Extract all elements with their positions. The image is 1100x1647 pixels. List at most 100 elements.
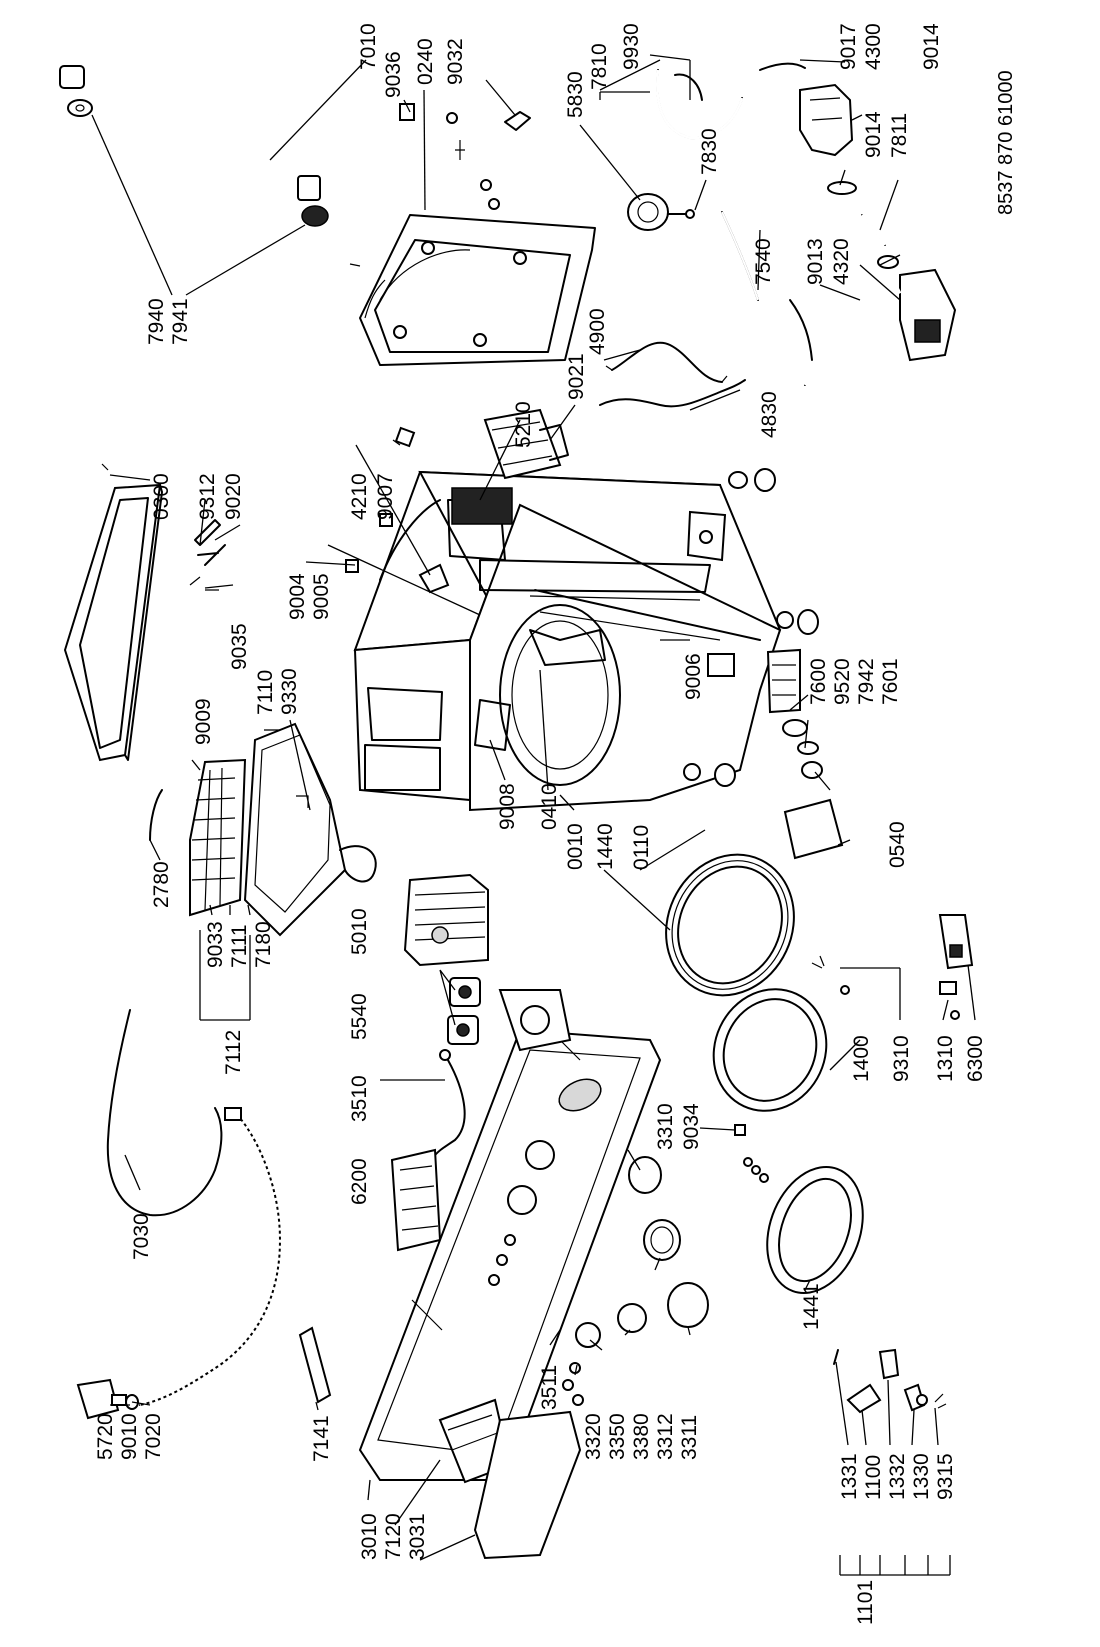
label-5830: 5830 bbox=[564, 71, 587, 118]
label-9312: 9312 bbox=[196, 473, 219, 520]
label-3510: 3510 bbox=[348, 1075, 371, 1122]
label-7112: 7112 bbox=[222, 1030, 245, 1075]
timer-drawing bbox=[403, 873, 489, 967]
label-9014-b: 9014 bbox=[920, 23, 943, 70]
cabinet-body-drawing bbox=[353, 470, 782, 812]
label-7010: 7010 bbox=[357, 23, 380, 70]
label-1100: 1100 bbox=[862, 1455, 885, 1500]
label-9020: 9020 bbox=[222, 473, 245, 520]
label-1440: 1440 bbox=[594, 823, 617, 870]
label-0240: 0240 bbox=[414, 38, 437, 85]
label-1332: 1332 bbox=[886, 1453, 909, 1500]
label-7810: 7810 bbox=[588, 43, 611, 90]
label-0010: 0010 bbox=[564, 823, 587, 870]
label-9010: 9010 bbox=[118, 1413, 141, 1460]
push-button-block-drawing bbox=[390, 1148, 442, 1252]
label-7600: 7600 bbox=[807, 658, 830, 705]
top-cover-drawing bbox=[63, 463, 163, 762]
label-9310: 9310 bbox=[890, 1035, 913, 1082]
fixing-screws-drawing bbox=[734, 1124, 769, 1183]
label-3320: 3320 bbox=[582, 1413, 605, 1460]
label-7940: 7940 bbox=[145, 298, 168, 345]
label-9520: 9520 bbox=[831, 658, 854, 705]
pressure-switch-drawing bbox=[627, 193, 695, 231]
inlet-valve-drawing bbox=[76, 1378, 139, 1420]
label-9036: 9036 bbox=[382, 51, 405, 98]
label-9017: 9017 bbox=[837, 23, 860, 70]
door-frame-drawing bbox=[712, 988, 828, 1112]
label-0540: 0540 bbox=[886, 821, 909, 868]
label-9006: 9006 bbox=[682, 653, 705, 700]
label-9033: 9033 bbox=[204, 921, 227, 968]
label-3350: 3350 bbox=[606, 1413, 629, 1460]
label-3031: 3031 bbox=[406, 1513, 429, 1560]
control-module-drawing bbox=[483, 408, 569, 480]
control-panel-drawing bbox=[358, 989, 662, 1481]
label-0300: 0300 bbox=[150, 473, 173, 520]
label-3010: 3010 bbox=[358, 1513, 381, 1560]
label-2780: 2780 bbox=[150, 861, 173, 908]
label-9315: 9315 bbox=[934, 1453, 957, 1500]
label-4900: 4900 bbox=[586, 308, 609, 355]
label-9014-a: 9014 bbox=[862, 111, 885, 158]
label-5540: 5540 bbox=[348, 993, 371, 1040]
label-9330: 9330 bbox=[278, 668, 301, 715]
label-1330: 1330 bbox=[910, 1453, 933, 1500]
label-1331: 1331 bbox=[838, 1453, 861, 1500]
label-9021: 9021 bbox=[565, 353, 588, 400]
handle-drawing bbox=[298, 1326, 332, 1404]
label-3312: 3312 bbox=[654, 1413, 677, 1460]
part-labels: 7940 7941 7010 9036 0240 9032 5830 7810 … bbox=[94, 23, 1017, 1625]
label-9009: 9009 bbox=[192, 698, 215, 745]
label-6200: 6200 bbox=[348, 1158, 371, 1205]
label-7111: 7111 bbox=[228, 924, 251, 968]
heater-element-drawing bbox=[345, 426, 450, 594]
label-7830: 7830 bbox=[698, 128, 721, 175]
label-3311: 3311 bbox=[678, 1415, 701, 1460]
pressure-hose-drawing bbox=[656, 69, 744, 140]
document-number: 8537 870 61000 bbox=[995, 70, 1017, 215]
label-3511: 3511 bbox=[538, 1365, 561, 1410]
wire-clip-drawing bbox=[149, 789, 163, 841]
dispenser-grid-drawing bbox=[189, 758, 247, 917]
label-7120: 7120 bbox=[382, 1513, 405, 1560]
feet-drawing bbox=[683, 468, 823, 787]
dispenser-drawer-drawing bbox=[438, 1398, 582, 1560]
label-9035: 9035 bbox=[228, 623, 251, 670]
label-9005: 9005 bbox=[310, 573, 333, 620]
label-1310: 1310 bbox=[934, 1035, 957, 1082]
dispenser-housing-drawing bbox=[243, 722, 377, 937]
label-1441: 1441 bbox=[800, 1283, 823, 1330]
cable-drawing bbox=[434, 1049, 466, 1156]
label-7180: 7180 bbox=[252, 921, 275, 968]
selector-switches-drawing bbox=[447, 977, 481, 1045]
label-6300: 6300 bbox=[964, 1035, 987, 1082]
label-7540: 7540 bbox=[752, 238, 775, 285]
door-seal-drawing bbox=[665, 853, 795, 997]
door-hinge-screws-drawing bbox=[189, 519, 226, 591]
door-ring-drawing bbox=[766, 1166, 864, 1294]
label-4320: 4320 bbox=[830, 238, 853, 285]
rear-panel-drawing bbox=[349, 103, 596, 366]
label-9013: 9013 bbox=[804, 238, 827, 285]
label-4210: 4210 bbox=[348, 473, 371, 520]
filter-cover-drawing bbox=[783, 798, 844, 860]
wiring-drawing bbox=[599, 341, 746, 408]
label-4830: 4830 bbox=[758, 391, 781, 438]
label-7030: 7030 bbox=[130, 1213, 153, 1260]
label-7110: 7110 bbox=[254, 670, 277, 715]
leader-lines bbox=[91, 54, 976, 1576]
label-7941: 7941 bbox=[169, 298, 192, 345]
label-1400: 1400 bbox=[850, 1035, 873, 1082]
label-7942: 7942 bbox=[855, 658, 878, 705]
label-0410: 0410 bbox=[538, 783, 561, 830]
label-1101: 1101 bbox=[854, 1580, 877, 1625]
label-3380: 3380 bbox=[630, 1413, 653, 1460]
label-9004: 9004 bbox=[286, 573, 309, 620]
label-9008: 9008 bbox=[496, 783, 519, 830]
drain-pump-drawing bbox=[721, 62, 957, 387]
label-5720: 5720 bbox=[94, 1413, 117, 1460]
label-7601: 7601 bbox=[879, 658, 902, 705]
